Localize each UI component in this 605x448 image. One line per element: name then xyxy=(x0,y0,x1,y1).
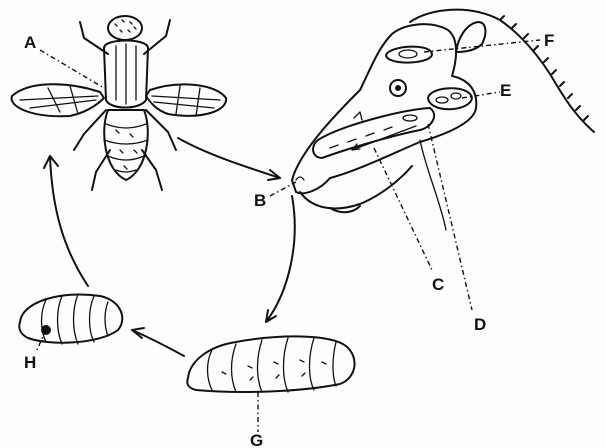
label-leaders xyxy=(36,40,540,432)
label-a: A xyxy=(24,33,36,52)
pupa xyxy=(19,294,122,344)
adult-fly xyxy=(12,16,227,190)
label-h: H xyxy=(24,353,36,372)
label-c: C xyxy=(432,275,444,294)
leader-a xyxy=(40,50,104,88)
label-b: B xyxy=(254,191,266,210)
larva xyxy=(187,336,354,392)
leader-c xyxy=(374,148,432,270)
label-e: E xyxy=(500,81,511,100)
label-f: F xyxy=(544,31,554,50)
label-d: D xyxy=(474,315,486,334)
label-g: G xyxy=(250,431,263,448)
leader-b xyxy=(270,182,296,196)
cycle-arrows xyxy=(44,138,295,356)
